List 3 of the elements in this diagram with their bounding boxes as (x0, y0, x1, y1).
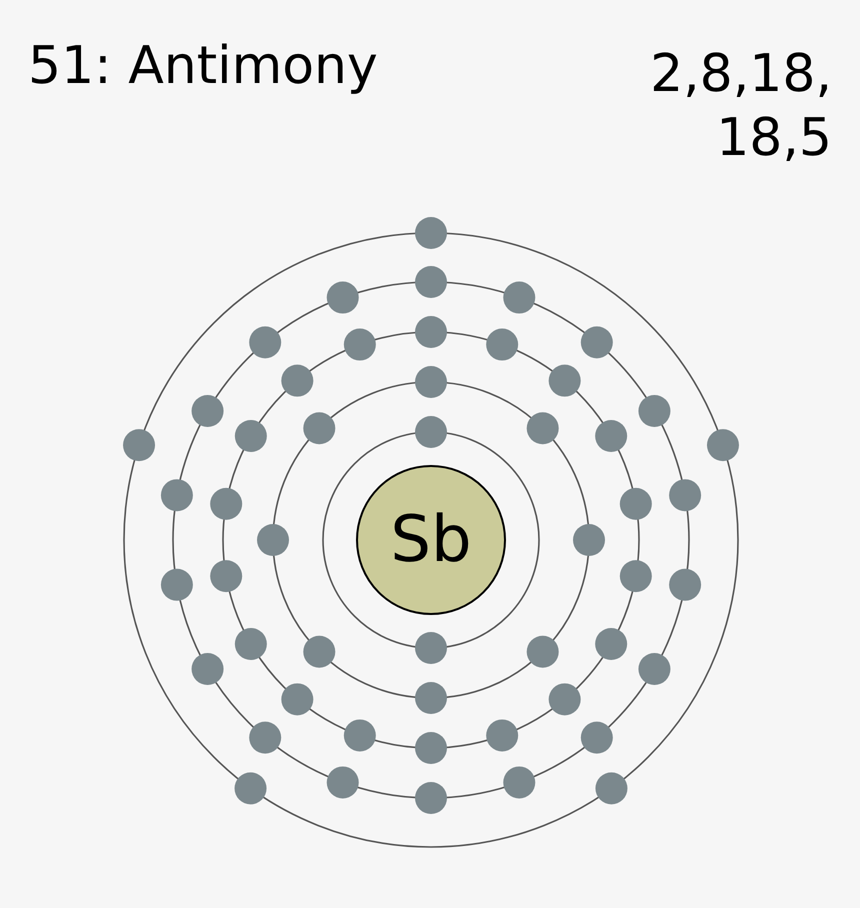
element-symbol: Sb (390, 503, 472, 577)
electron-configuration: 2,8,18, 18,5 (649, 43, 832, 170)
title: 51: Antimony (28, 35, 378, 98)
